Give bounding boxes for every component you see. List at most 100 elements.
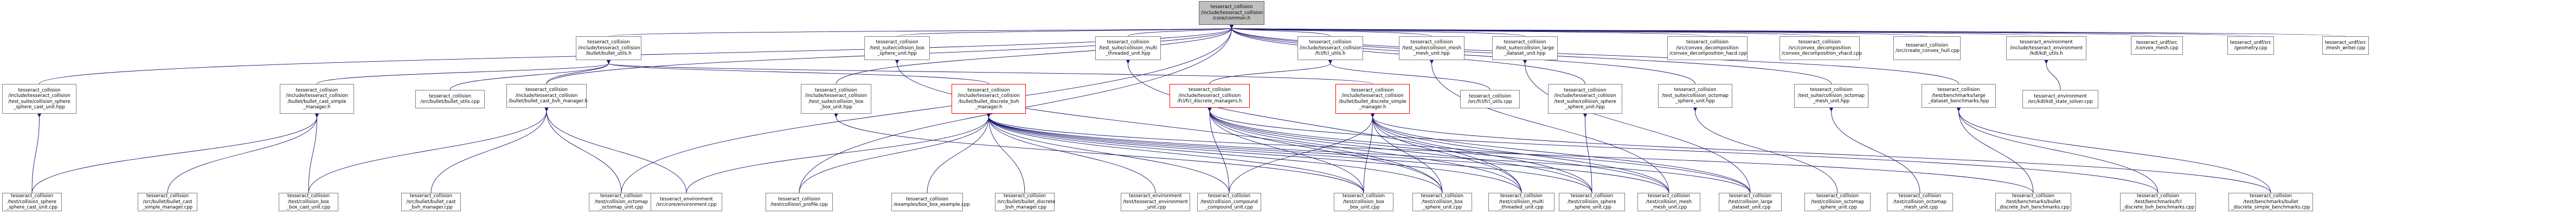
- edge-t-large-dataset-to-bullet-discrete-simple-h: [1370, 113, 1751, 193]
- edge-t-mesh-mesh-to-fcl-discrete-h: [1207, 107, 1669, 193]
- node-fcl-utils-cpp[interactable]: tesseract_collision/src/fcl/fcl_utils.cp…: [1460, 90, 1520, 108]
- node-t-profile[interactable]: tesseract_collision/test/collision_profi…: [766, 193, 833, 211]
- node-label-line: /test/collision_octomap: [1893, 199, 1947, 205]
- node-cm-sphere-hpp[interactable]: tesseract_collision/test_suite/collision…: [1399, 36, 1464, 60]
- node-fcl-utils[interactable]: tesseract_collision/include/tesseract_co…: [1297, 36, 1363, 60]
- node-bullet-discrete-bvh-h[interactable]: tesseract_collision/include/tesseract_co…: [952, 84, 1026, 114]
- node-label-line: tesseract_collision: [967, 87, 1010, 93]
- node-label-line: /include/tesseract_collision: [286, 93, 348, 99]
- edge-t-box-cast-to-bullet-simple-h: [308, 113, 319, 193]
- node-t-bullet-bvh[interactable]: tesseract_collision/src/bullet/bullet_ca…: [401, 193, 461, 211]
- node-label-line: /include/tesseract_collision: [1300, 45, 1362, 51]
- node-label-line: _sphere_unit.hpp: [1675, 99, 1715, 105]
- node-create-hull[interactable]: tesseract_collision/src/create_convex_hu…: [1893, 36, 1961, 60]
- node-label-line: /core/common.h: [1212, 16, 1251, 22]
- node-cf-sphere-sphere-hpp[interactable]: tesseract_collision/include/tesseract_co…: [2, 84, 76, 114]
- node-cf-sphere-hpp[interactable]: tesseract_collision/test_suite/collision…: [864, 36, 930, 60]
- node-t-octomap-sphere2[interactable]: tesseract_collision/test/collision_octom…: [1804, 193, 1871, 211]
- node-t-octomap-mesh[interactable]: tesseract_collision/test/collision_octom…: [1887, 193, 1953, 211]
- node-label-line: tesseract_collision: [1504, 40, 1546, 46]
- node-t-env-unit[interactable]: tesseract_environment/test/tesseract_env…: [1121, 193, 1190, 211]
- edge-t-box-sphere-to-fcl-discrete-h: [1207, 107, 1443, 193]
- edge-cf-sphere-hpp-to-root: [897, 24, 1235, 37]
- node-t-box-cast[interactable]: tesseract_collision/test/collision_box_b…: [279, 193, 338, 211]
- edge-t-bench-fcl-to-fcl-discrete-h: [1207, 107, 2159, 193]
- node-convex-hacd[interactable]: tesseract_collision/src/convex_decomposi…: [1667, 36, 1748, 60]
- node-label-line: tesseract_collision: [906, 196, 948, 202]
- node-t-multi[interactable]: tesseract_collision/test/collision_multi…: [1488, 193, 1554, 211]
- node-t-bullet-discrete-bvh[interactable]: tesseract_collision/src/bullet/bullet_di…: [995, 193, 1055, 211]
- edge-bullet-discrete-simple-h-to-bullet-utils: [606, 59, 1373, 84]
- node-cf-octomap-mesh-hpp[interactable]: tesseract_collision/test_suite/collision…: [1794, 84, 1868, 108]
- node-label-line: tesseract_collision: [587, 40, 630, 46]
- node-kdl-state-solver[interactable]: tesseract_environment/src/kdl/kdl_state_…: [2022, 90, 2098, 108]
- node-label-line: tesseract_collision: [1004, 193, 1046, 199]
- node-bullet-simple-h[interactable]: tesseract_collision/include/tesseract_co…: [280, 84, 354, 114]
- edge-cf-box-box-hpp-to-root: [836, 24, 1234, 84]
- node-label-line: /src/bullet/bullet_cast: [406, 199, 456, 205]
- node-bullet-utils-cpp[interactable]: tesseract_collision/src/bullet/bullet_ut…: [415, 90, 485, 108]
- node-label-line: _sphere_unit.hpp: [877, 51, 917, 57]
- node-t-bench-simple[interactable]: tesseract_collision/test/benchmarks/bull…: [2228, 193, 2313, 211]
- node-t-sphere-sphere[interactable]: tesseract_collision/test/collision_spher…: [1559, 193, 1625, 211]
- edge-t-mesh-mesh-to-bullet-discrete-simple-h: [1370, 113, 1669, 193]
- node-label-line: _threaded_unit.cpp: [1499, 205, 1544, 211]
- node-label-line: /bullet/bullet_cast_simple: [287, 99, 346, 105]
- node-large-dataset-hpp[interactable]: tesseract_collision/test_suite/collision…: [1492, 36, 1558, 60]
- node-bullet-discrete-simple-h[interactable]: tesseract_collision/include/tesseract_co…: [1335, 84, 1410, 114]
- node-label-line: tesseract_collision: [1816, 193, 1859, 199]
- node-geometry-cpp[interactable]: tesseract_urdf/src/geometry.cpp: [2227, 36, 2274, 55]
- node-label-line: /include/tesseract_collision: [805, 93, 868, 99]
- node-label-line: _dataset_unit.hpp: [1504, 51, 1546, 57]
- node-t-compound[interactable]: tesseract_collision/test/collision_compo…: [1197, 193, 1261, 211]
- node-label-line: /include/tesseract_collision: [515, 93, 578, 99]
- node-kdl-utils[interactable]: tesseract_environment/include/tesseract_…: [2006, 36, 2086, 60]
- node-large-bench-hpp[interactable]: tesseract_collision/test/benchmarks/larg…: [1922, 84, 1996, 108]
- node-label-line: tesseract_urdf/src: [2324, 40, 2366, 46]
- node-convex-mesh[interactable]: tesseract_urdf/src/convex_mesh.cpp: [2131, 36, 2183, 55]
- node-t-box-example[interactable]: tesseract_collision/examples/box_box_exa…: [891, 193, 970, 211]
- node-label-line: /convex_decomposition_vhacd.cpp: [1782, 51, 1862, 57]
- node-t-box-box[interactable]: tesseract_collision/test/collision_box_b…: [1334, 193, 1393, 211]
- node-label-line: _bvh_manager.cpp: [1003, 205, 1046, 211]
- node-label-line: tesseract_collision: [815, 87, 857, 93]
- node-label-line: _sphere_unit.cpp: [1422, 205, 1462, 211]
- node-label-line: _simple_manager.cpp: [142, 205, 193, 211]
- node-t-large-dataset[interactable]: tesseract_collision/test/collision_large…: [1719, 193, 1782, 211]
- node-t-sphere-cast[interactable]: tesseract_collision/test/collision_spher…: [2, 193, 62, 211]
- node-label-line: tesseract_collision: [1906, 42, 1948, 48]
- edge-t-core-env-to-bullet-bvh-h: [544, 107, 687, 193]
- node-cf-octomap-hpp[interactable]: tesseract_collision/test_suite/collision…: [1658, 84, 1732, 108]
- node-fcl-discrete-h[interactable]: tesseract_collision/include/tesseract_co…: [1170, 84, 1250, 108]
- node-mesh-writer[interactable]: tesseract_urdf/src/mesh_writer.cpp: [2322, 36, 2369, 55]
- node-label-line: /src/bullet/bullet_utils.cpp: [420, 99, 480, 105]
- edge-t-sphere-cast-to-bullet-simple-h: [31, 113, 319, 193]
- node-convex-vhacd[interactable]: tesseract_collision/src/convex_decomposi…: [1780, 36, 1862, 60]
- node-label-line: _unit.cpp: [1145, 205, 1166, 211]
- node-cf-sphere-sphere2-hpp[interactable]: tesseract_collision/include/tesseract_co…: [1548, 84, 1622, 114]
- node-cf-multi-hpp[interactable]: tesseract_collision/test_suite/collision…: [1095, 36, 1161, 60]
- node-cf-box-box-hpp[interactable]: tesseract_collision/include/tesseract_co…: [801, 84, 871, 114]
- node-label-line: /include/tesseract_collision: [8, 93, 70, 99]
- node-t-box-sphere[interactable]: tesseract_collision/test/collision_box_s…: [1412, 193, 1472, 211]
- edge-t-multi-to-bullet-discrete-simple-h: [1370, 113, 1522, 193]
- node-label-line: /fcl/fcl_utils.h: [1315, 51, 1346, 57]
- node-t-bullet-simple[interactable]: tesseract_collision/src/bullet/bullet_ca…: [138, 193, 197, 211]
- node-label-line: tesseract_collision: [1309, 40, 1352, 46]
- node-label-line: _octomap_unit.cpp: [599, 205, 644, 211]
- node-t-mesh-mesh[interactable]: tesseract_collision/test/collision_mesh_…: [1637, 193, 1700, 211]
- edge-t-octomap-sphere-to-root: [621, 24, 1234, 193]
- node-t-bench-fcl[interactable]: tesseract_collision/test/benchmarks/fcl_…: [2120, 193, 2196, 211]
- node-label-line: /test/collision_box: [1421, 199, 1463, 205]
- node-label-line: tesseract_collision: [1208, 193, 1250, 199]
- node-t-bench-bullet[interactable]: tesseract_collision/test/benchmarks/bull…: [1995, 193, 2071, 211]
- node-label-line: _threaded_unit.hpp: [1106, 51, 1151, 57]
- node-label-line: _sphere_unit.hpp: [1565, 104, 1605, 110]
- node-bullet-utils[interactable]: tesseract_collision/include/tesseract_co…: [576, 36, 641, 60]
- node-t-core-env[interactable]: tesseract_environment/src/core/environme…: [651, 193, 722, 211]
- node-bullet-bvh-h[interactable]: tesseract_collision/include/tesseract_co…: [506, 84, 588, 108]
- node-label-line: tesseract_collision: [1571, 193, 1613, 199]
- node-t-octomap-sphere[interactable]: tesseract_collision/test/collision_octom…: [589, 193, 654, 211]
- edge-t-bullet-simple-to-bullet-simple-h: [167, 113, 319, 193]
